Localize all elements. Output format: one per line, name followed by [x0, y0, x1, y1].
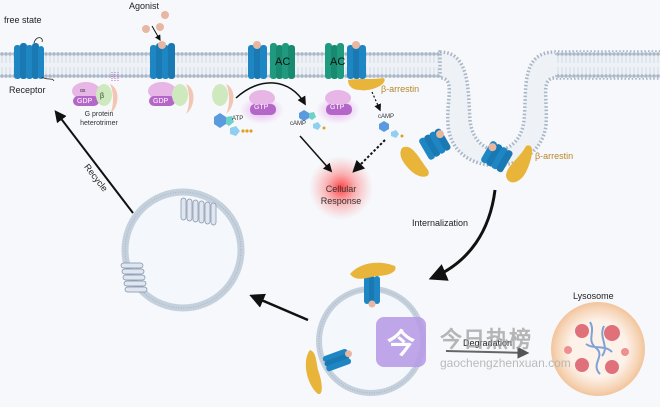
free-state-label: free state	[4, 15, 42, 25]
beta-label: β	[100, 93, 104, 100]
g-protein-label-line1: G protein	[84, 111, 114, 118]
internalization-arrow	[428, 189, 497, 281]
lysosome-label: Lysosome	[573, 291, 614, 301]
lysosome-contents	[564, 321, 629, 375]
degradation-arrow	[445, 346, 530, 359]
beta-arrestin-shape	[348, 78, 385, 91]
watermark-url: gaochengzhenxuan.com	[440, 356, 571, 370]
atp-molecule	[214, 113, 253, 136]
recycle-arrow	[54, 110, 134, 214]
watermark-text: 今日热榜	[440, 328, 533, 353]
endosome-arrestin-bottom	[305, 350, 322, 395]
camp-label-2: cAMP	[378, 114, 395, 120]
ac-label-1: AC	[275, 56, 291, 68]
arrestin-to-response-arrow	[352, 139, 386, 173]
endosome-to-recycling-arrow	[249, 293, 309, 322]
recycling-receptor-top	[180, 197, 217, 226]
beta-arrestin-label-1: β-arrestin	[381, 84, 420, 94]
pit-receptor-left	[419, 128, 451, 160]
receptor-ac-complex	[248, 41, 295, 79]
cellular-response-label-line1: Cellular	[325, 184, 357, 194]
receptor-agonist-bound	[150, 41, 175, 79]
beta-gamma-subunit	[212, 84, 234, 114]
g-protein-heterotrimer	[72, 72, 119, 114]
camp-molecule-1	[299, 110, 326, 130]
arrestin-camp-arrow	[371, 91, 381, 112]
atp-label: ATP	[232, 116, 244, 122]
g-protein-bound	[148, 82, 194, 114]
watermark-logo: 今	[376, 317, 426, 367]
beta-arrestin-label-2: β-arrestin	[535, 151, 574, 161]
agonist-arrow	[151, 25, 161, 42]
alpha-s-label: αs	[80, 88, 86, 94]
pit-receptor-right	[481, 141, 513, 173]
gdp-label-2: GDP	[153, 98, 169, 105]
agonist-label: Agonist	[129, 1, 160, 11]
pit-arrestin-left	[400, 146, 429, 177]
internalization-label: Internalization	[412, 218, 469, 228]
receptor-free	[14, 37, 55, 82]
recycling-receptor-left	[120, 262, 148, 293]
g-protein-label-line2: heterotrimer	[80, 120, 118, 127]
gtp-label-2: GTP	[330, 104, 345, 111]
receptor-ac-arrestin-complex	[325, 41, 366, 79]
camp-molecule-2	[379, 121, 404, 138]
degradation-label: Degradation	[463, 338, 513, 348]
endosome-receptor-top	[364, 276, 380, 308]
pit-arrestin-right	[506, 145, 533, 183]
agonist-molecules	[142, 11, 169, 33]
cellular-response-label-line2: Response	[320, 196, 362, 206]
camp-to-response-arrow	[299, 135, 333, 173]
receptor-label: Receptor	[9, 85, 46, 95]
gdp-label: GDP	[77, 98, 93, 105]
gtp-label-1: GTP	[254, 104, 269, 111]
ac-catalysis-arrow	[235, 82, 306, 106]
plasma-membrane	[0, 50, 660, 168]
ac-label-2: AC	[330, 56, 346, 68]
endosome-arrestin-top	[350, 262, 396, 279]
camp-label-1: cAMP	[290, 121, 307, 127]
endosome-receptor-bottom	[322, 348, 352, 372]
